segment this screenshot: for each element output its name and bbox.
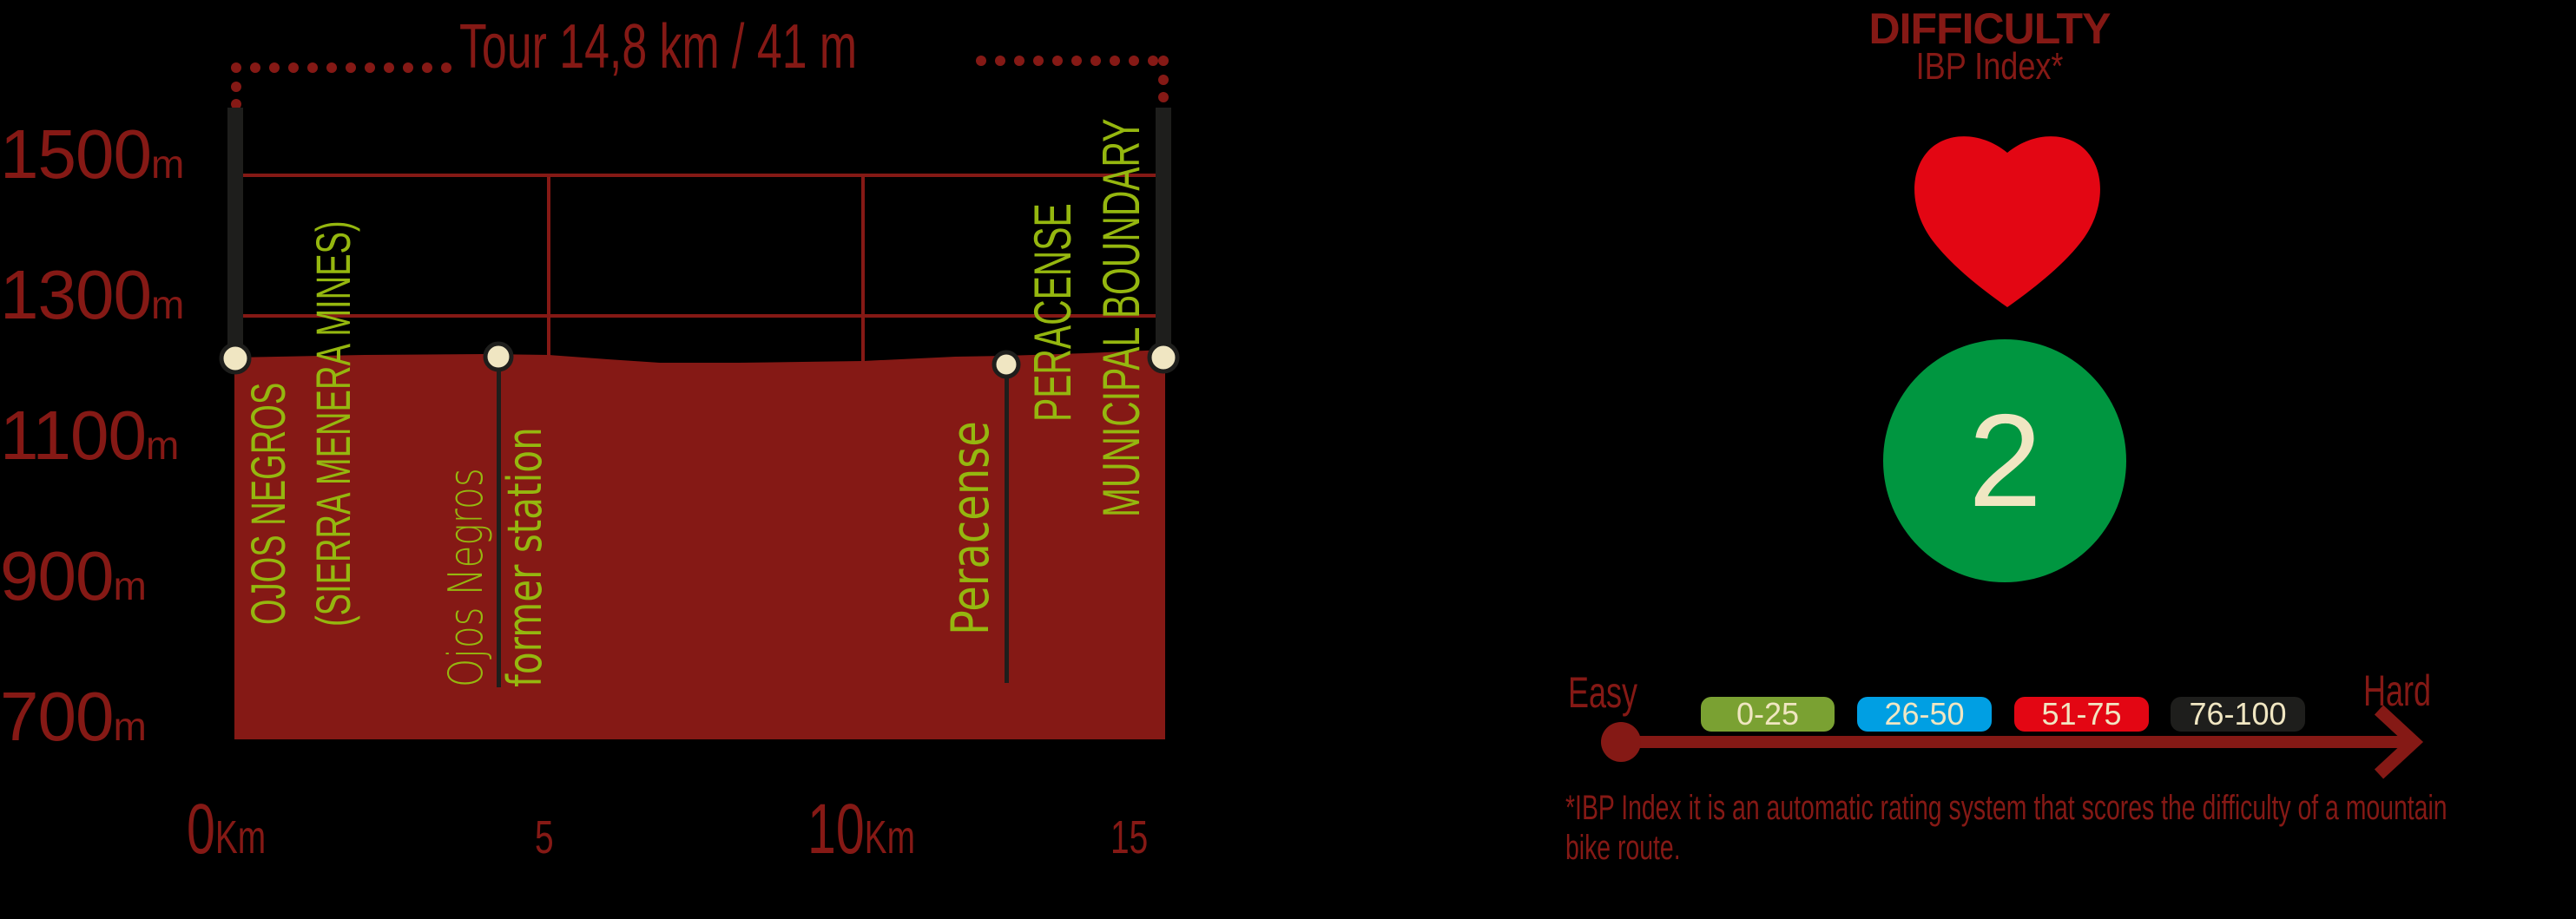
waypoint-node-station: [483, 341, 514, 372]
range-pill-51-75: 51-75: [2014, 697, 2149, 732]
x-tick-0: 0Km: [187, 790, 267, 869]
range-pill-76-100: 76-100: [2171, 697, 2305, 732]
waypoint-label-sierra-menera: (SIERRA MENERA MINES): [306, 220, 360, 627]
difficulty-subtitle: IBP Index*: [1915, 45, 2064, 88]
gridlines: [243, 174, 1156, 364]
waypoint-node-start: [219, 342, 252, 375]
end-pole: [1156, 108, 1171, 359]
waypoint-label-peracense-boundary: PERACENSE: [1024, 203, 1082, 422]
waypoint-label-peracense: Peracense: [940, 421, 1001, 635]
chart-title: Tour 14,8 km / 41 m: [459, 12, 858, 82]
level-circle: [1883, 339, 2126, 582]
x-tick-15: 15: [1110, 811, 1149, 863]
range-pill-0-25: 0-25: [1701, 697, 1835, 732]
scale-arrow-head: [2374, 705, 2424, 779]
waypoint-label-station: Ojos Negros: [438, 468, 493, 687]
peracense-stick: [1005, 364, 1009, 683]
heart-icon: [1914, 136, 2100, 307]
y-tick-1500: 1500m: [0, 115, 185, 193]
difficulty-level-value: 2: [1968, 387, 2042, 535]
waypoint-label-municipal-boundary: MUNICIPAL BOUNDARY: [1092, 118, 1150, 517]
y-tick-1100: 1100m: [0, 397, 180, 474]
difficulty-scale-bar: [1621, 736, 2413, 748]
terrain-area: [234, 350, 1165, 739]
waypoint-node-peracense: [992, 350, 1021, 379]
waypoint-label-ojos-negros: OJOS NEGROS: [240, 382, 295, 625]
difficulty-title: DIFFICULTY: [1868, 4, 2112, 53]
ibp-footnote: *IBP Index it is an automatic rating sys…: [1565, 789, 2448, 867]
y-tick-1300: 1300m: [0, 256, 185, 333]
waypoint-label-station-2: former station: [497, 427, 552, 687]
range-pill-26-50: 26-50: [1857, 697, 1992, 732]
x-tick-10: 10Km: [807, 790, 915, 869]
y-tick-900: 900m: [0, 537, 147, 614]
scale-start-label: Easy: [1568, 668, 1638, 717]
route-bracket-dots: [231, 56, 1169, 109]
scale-start-dot: [1601, 722, 1641, 762]
station-stick: [497, 358, 501, 687]
x-tick-5: 5: [535, 811, 554, 863]
waypoint-node-end: [1147, 341, 1180, 374]
start-pole: [227, 108, 243, 359]
y-tick-700: 700m: [0, 678, 147, 755]
scale-end-label: Hard: [2363, 666, 2432, 715]
